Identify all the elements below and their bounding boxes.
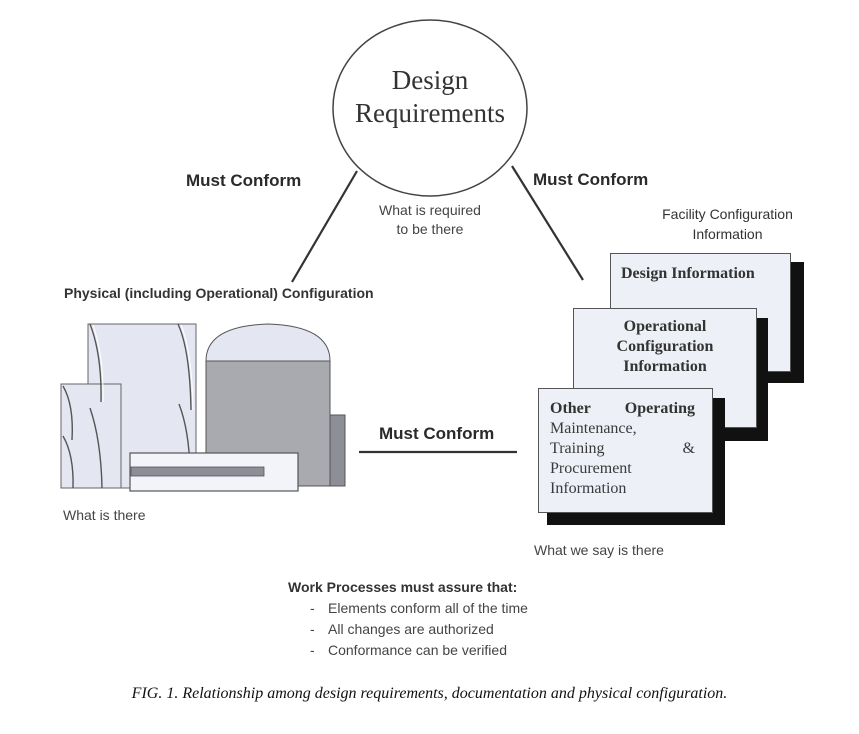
must-conform-label-bottom: Must Conform — [379, 424, 495, 443]
card-other-line2: Maintenance, — [550, 420, 637, 437]
must-conform-label-right: Must Conform — [533, 170, 649, 189]
card-operational-line1: Operational — [623, 318, 707, 335]
design-requirements-caption-line1: What is required — [379, 202, 481, 218]
work-processes-item-text: Elements conform all of the time — [328, 600, 528, 616]
facility-caption: What we say is there — [534, 542, 664, 558]
design-requirements-caption: What is required to be there — [360, 201, 500, 239]
work-processes-item: - All changes are authorized — [288, 619, 528, 640]
facility-configuration-title-line2: Information — [692, 226, 763, 242]
facility-configuration-title-line1: Facility Configuration — [662, 206, 793, 222]
bullet-dash: - — [310, 642, 315, 658]
physical-configuration-title: Physical (including Operational) Configu… — [64, 285, 374, 301]
work-processes-item-text: All changes are authorized — [328, 621, 494, 637]
bullet-dash: - — [310, 600, 315, 616]
card-other-word-other: Other — [550, 400, 591, 417]
card-other-word-ampersand: & — [682, 440, 695, 457]
physical-configuration-caption: What is there — [63, 507, 146, 523]
figure-caption: FIG. 1. Relationship among design requir… — [131, 685, 728, 702]
plant-illustration — [60, 323, 346, 492]
work-processes-item-text: Conformance can be verified — [328, 642, 507, 658]
design-requirements-title-line1: Design — [391, 65, 469, 95]
card-design-information-title: Design Information — [621, 265, 755, 282]
card-other-line3: Training & — [550, 439, 695, 459]
card-operational-line2: Configuration — [616, 338, 714, 355]
card-other-word-operating: Operating — [624, 400, 695, 417]
design-requirements-title-line2: Requirements — [355, 98, 505, 128]
card-operational-configuration-title: Operational Configuration Information — [574, 317, 756, 377]
connector-line-right — [511, 165, 584, 281]
card-other-word-training: Training — [550, 440, 605, 457]
building-low-stripe — [130, 466, 265, 477]
work-processes-item: - Conformance can be verified — [288, 640, 528, 661]
building-hatch-marks — [62, 323, 194, 489]
work-processes: Work Processes must assure that: - Eleme… — [288, 577, 528, 661]
facility-configuration-title: Facility Configuration Information — [645, 204, 810, 244]
card-operational-line3: Information — [623, 358, 707, 375]
tank-dome — [205, 323, 331, 362]
work-processes-heading: Work Processes must assure that: — [288, 579, 518, 595]
design-requirements-circle — [332, 19, 528, 197]
card-other-operating: Other Operating Maintenance, Training & … — [538, 388, 713, 513]
building-short — [60, 383, 122, 489]
must-conform-label-left: Must Conform — [186, 171, 302, 190]
tank-annex — [329, 414, 346, 487]
design-requirements-title: Design Requirements — [333, 64, 527, 130]
bullet-dash: - — [310, 621, 315, 637]
design-requirements-caption-line2: to be there — [396, 221, 464, 237]
card-other-line4: Procurement — [550, 460, 632, 477]
card-other-operating-content: Other Operating Maintenance, Training & … — [550, 399, 695, 499]
card-other-line5: Information — [550, 480, 627, 497]
work-processes-item: - Elements conform all of the time — [288, 598, 528, 619]
connector-line-left — [291, 170, 358, 283]
card-other-line1: Other Operating — [550, 399, 695, 419]
